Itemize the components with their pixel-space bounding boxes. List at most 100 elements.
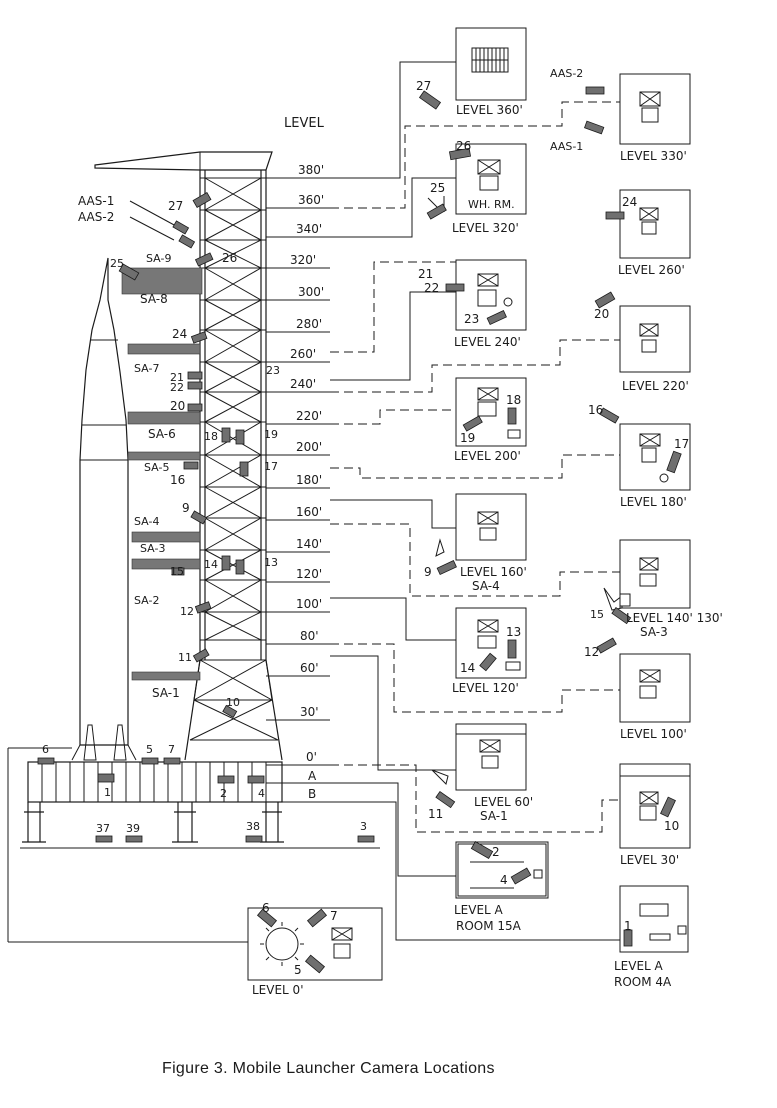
panel-title: LEVEL 360' bbox=[456, 103, 523, 117]
panel-title: LEVEL 200' bbox=[454, 449, 521, 463]
arm-sa3 bbox=[131, 558, 201, 570]
camera-label: 14 bbox=[460, 661, 475, 675]
panel-title: LEVEL 220' bbox=[622, 379, 689, 393]
arm-sa1-label: SA-1 bbox=[152, 686, 180, 700]
camera-label: 10 bbox=[664, 819, 679, 833]
arm-sa2-label: SA-2 bbox=[134, 594, 159, 607]
camera-label: 17 bbox=[264, 460, 278, 473]
camera-label: 1 bbox=[104, 786, 111, 799]
tower-crane bbox=[94, 151, 273, 171]
swing-arms bbox=[121, 267, 203, 681]
panel-level-a-room-15a: 2 4 LEVEL A ROOM 15A bbox=[454, 840, 549, 933]
camera-label: 24 bbox=[622, 195, 637, 209]
arm-sa3-label: SA-3 bbox=[140, 542, 165, 555]
camera-17 bbox=[239, 461, 249, 477]
wh-rm-label: WH. RM. bbox=[468, 198, 515, 211]
camera-19 bbox=[235, 429, 245, 445]
arm-sa5 bbox=[127, 451, 201, 461]
panel-title: LEVEL A bbox=[454, 903, 504, 917]
camera-label: 13 bbox=[506, 625, 521, 639]
camera-label: 2 bbox=[492, 845, 500, 859]
camera-26 bbox=[194, 252, 214, 267]
aas1-label: AAS-1 bbox=[78, 194, 114, 208]
level-label: 100' bbox=[296, 597, 322, 611]
level-label: 140' bbox=[296, 537, 322, 551]
camera-aas2 bbox=[178, 234, 196, 249]
panel-title: LEVEL 100' bbox=[620, 727, 687, 741]
level-label: A bbox=[308, 769, 317, 783]
panel-level-200: 18 19 LEVEL 200' bbox=[454, 377, 527, 463]
level-label: 0' bbox=[306, 750, 317, 764]
panel-level-160: 9 LEVEL 160' SA-4 bbox=[424, 493, 527, 593]
saturn-v-rocket bbox=[71, 257, 137, 761]
arm-label: SA-3 bbox=[640, 625, 668, 639]
level-label: 180' bbox=[296, 473, 322, 487]
camera-label: 6 bbox=[42, 743, 49, 756]
panel-title: LEVEL 120' bbox=[452, 681, 519, 695]
aas2-label: AAS-2 bbox=[550, 67, 583, 80]
level-label: 320' bbox=[290, 253, 316, 267]
camera-label: 7 bbox=[168, 743, 175, 756]
launcher-platform bbox=[7, 747, 380, 942]
arm-sa5-label: SA-5 bbox=[144, 461, 169, 474]
panel-level-100: 12 LEVEL 100' bbox=[584, 637, 691, 741]
camera-label: 10 bbox=[226, 696, 240, 709]
camera-9 bbox=[190, 510, 208, 525]
camera-label: 16 bbox=[588, 403, 603, 417]
level-label: 280' bbox=[296, 317, 322, 331]
camera-label: 6 bbox=[262, 901, 270, 915]
camera-label: 25 bbox=[430, 181, 445, 195]
camera-16 bbox=[183, 461, 199, 470]
camera-20 bbox=[187, 403, 203, 412]
arm-labels: AAS-1 AAS-2 SA-9 SA-8 SA-7 SA-6 SA-5 SA-… bbox=[78, 194, 180, 700]
camera-38 bbox=[245, 835, 263, 843]
panel-level-320: 26 25 WH. RM. LEVEL 320' bbox=[426, 139, 527, 235]
panel-level-0: 6 7 5 LEVEL 0' bbox=[247, 901, 383, 997]
arm-sa7-label: SA-7 bbox=[134, 362, 159, 375]
panel-room: ROOM 15A bbox=[456, 919, 522, 933]
level-label: 240' bbox=[290, 377, 316, 391]
panel-level-240: 21 22 23 LEVEL 240' bbox=[418, 259, 527, 349]
camera-label: 15 bbox=[170, 565, 184, 578]
aas1-label: AAS-1 bbox=[550, 140, 583, 153]
camera-37 bbox=[95, 835, 113, 843]
level-label: 300' bbox=[298, 285, 324, 299]
panel-level-360: 27 LEVEL 360' bbox=[416, 27, 527, 117]
camera-label: 23 bbox=[464, 312, 479, 326]
camera-15 bbox=[171, 567, 185, 576]
panel-title: LEVEL 330' bbox=[620, 149, 687, 163]
camera-label: 5 bbox=[294, 963, 302, 977]
camera-label: 19 bbox=[264, 428, 278, 441]
panel-level-220: 20 LEVEL 220' bbox=[594, 291, 691, 393]
panel-title: LEVEL 180' bbox=[620, 495, 687, 509]
panel-level-120: 13 14 LEVEL 120' bbox=[452, 607, 527, 695]
camera-label: 19 bbox=[460, 431, 475, 445]
camera-label: 14 bbox=[204, 558, 218, 571]
level-label: 380' bbox=[298, 163, 324, 177]
level-label: 60' bbox=[300, 661, 319, 675]
panel-level-330: AAS-2 AAS-1 LEVEL 330' bbox=[550, 67, 691, 163]
panel-title: LEVEL 30' bbox=[620, 853, 679, 867]
figure-caption: Figure 3. Mobile Launcher Camera Locatio… bbox=[162, 1060, 495, 1077]
panel-title: LEVEL 320' bbox=[452, 221, 519, 235]
camera-27 bbox=[192, 191, 212, 209]
camera-5 bbox=[141, 757, 159, 765]
panel-level-60: 11 LEVEL 60' SA-1 bbox=[428, 723, 533, 823]
camera-label: 5 bbox=[146, 743, 153, 756]
arm-sa6 bbox=[127, 411, 201, 425]
connector-lines bbox=[8, 61, 620, 943]
panel-level-260: 24 LEVEL 260' bbox=[605, 189, 691, 277]
level-label: 160' bbox=[296, 505, 322, 519]
panel-title: LEVEL 260' bbox=[618, 263, 685, 277]
camera-label: 11 bbox=[178, 651, 192, 664]
camera-24 bbox=[190, 331, 208, 344]
panel-title: LEVEL 240' bbox=[454, 335, 521, 349]
camera-39 bbox=[125, 835, 143, 843]
level-scale: LEVEL 380' 360' 340' 320' bbox=[266, 116, 330, 803]
camera-label: 16 bbox=[170, 473, 185, 487]
camera-aas1 bbox=[172, 220, 190, 235]
camera-label: 3 bbox=[360, 820, 367, 833]
camera-12 bbox=[194, 601, 212, 614]
camera-11 bbox=[192, 648, 210, 663]
